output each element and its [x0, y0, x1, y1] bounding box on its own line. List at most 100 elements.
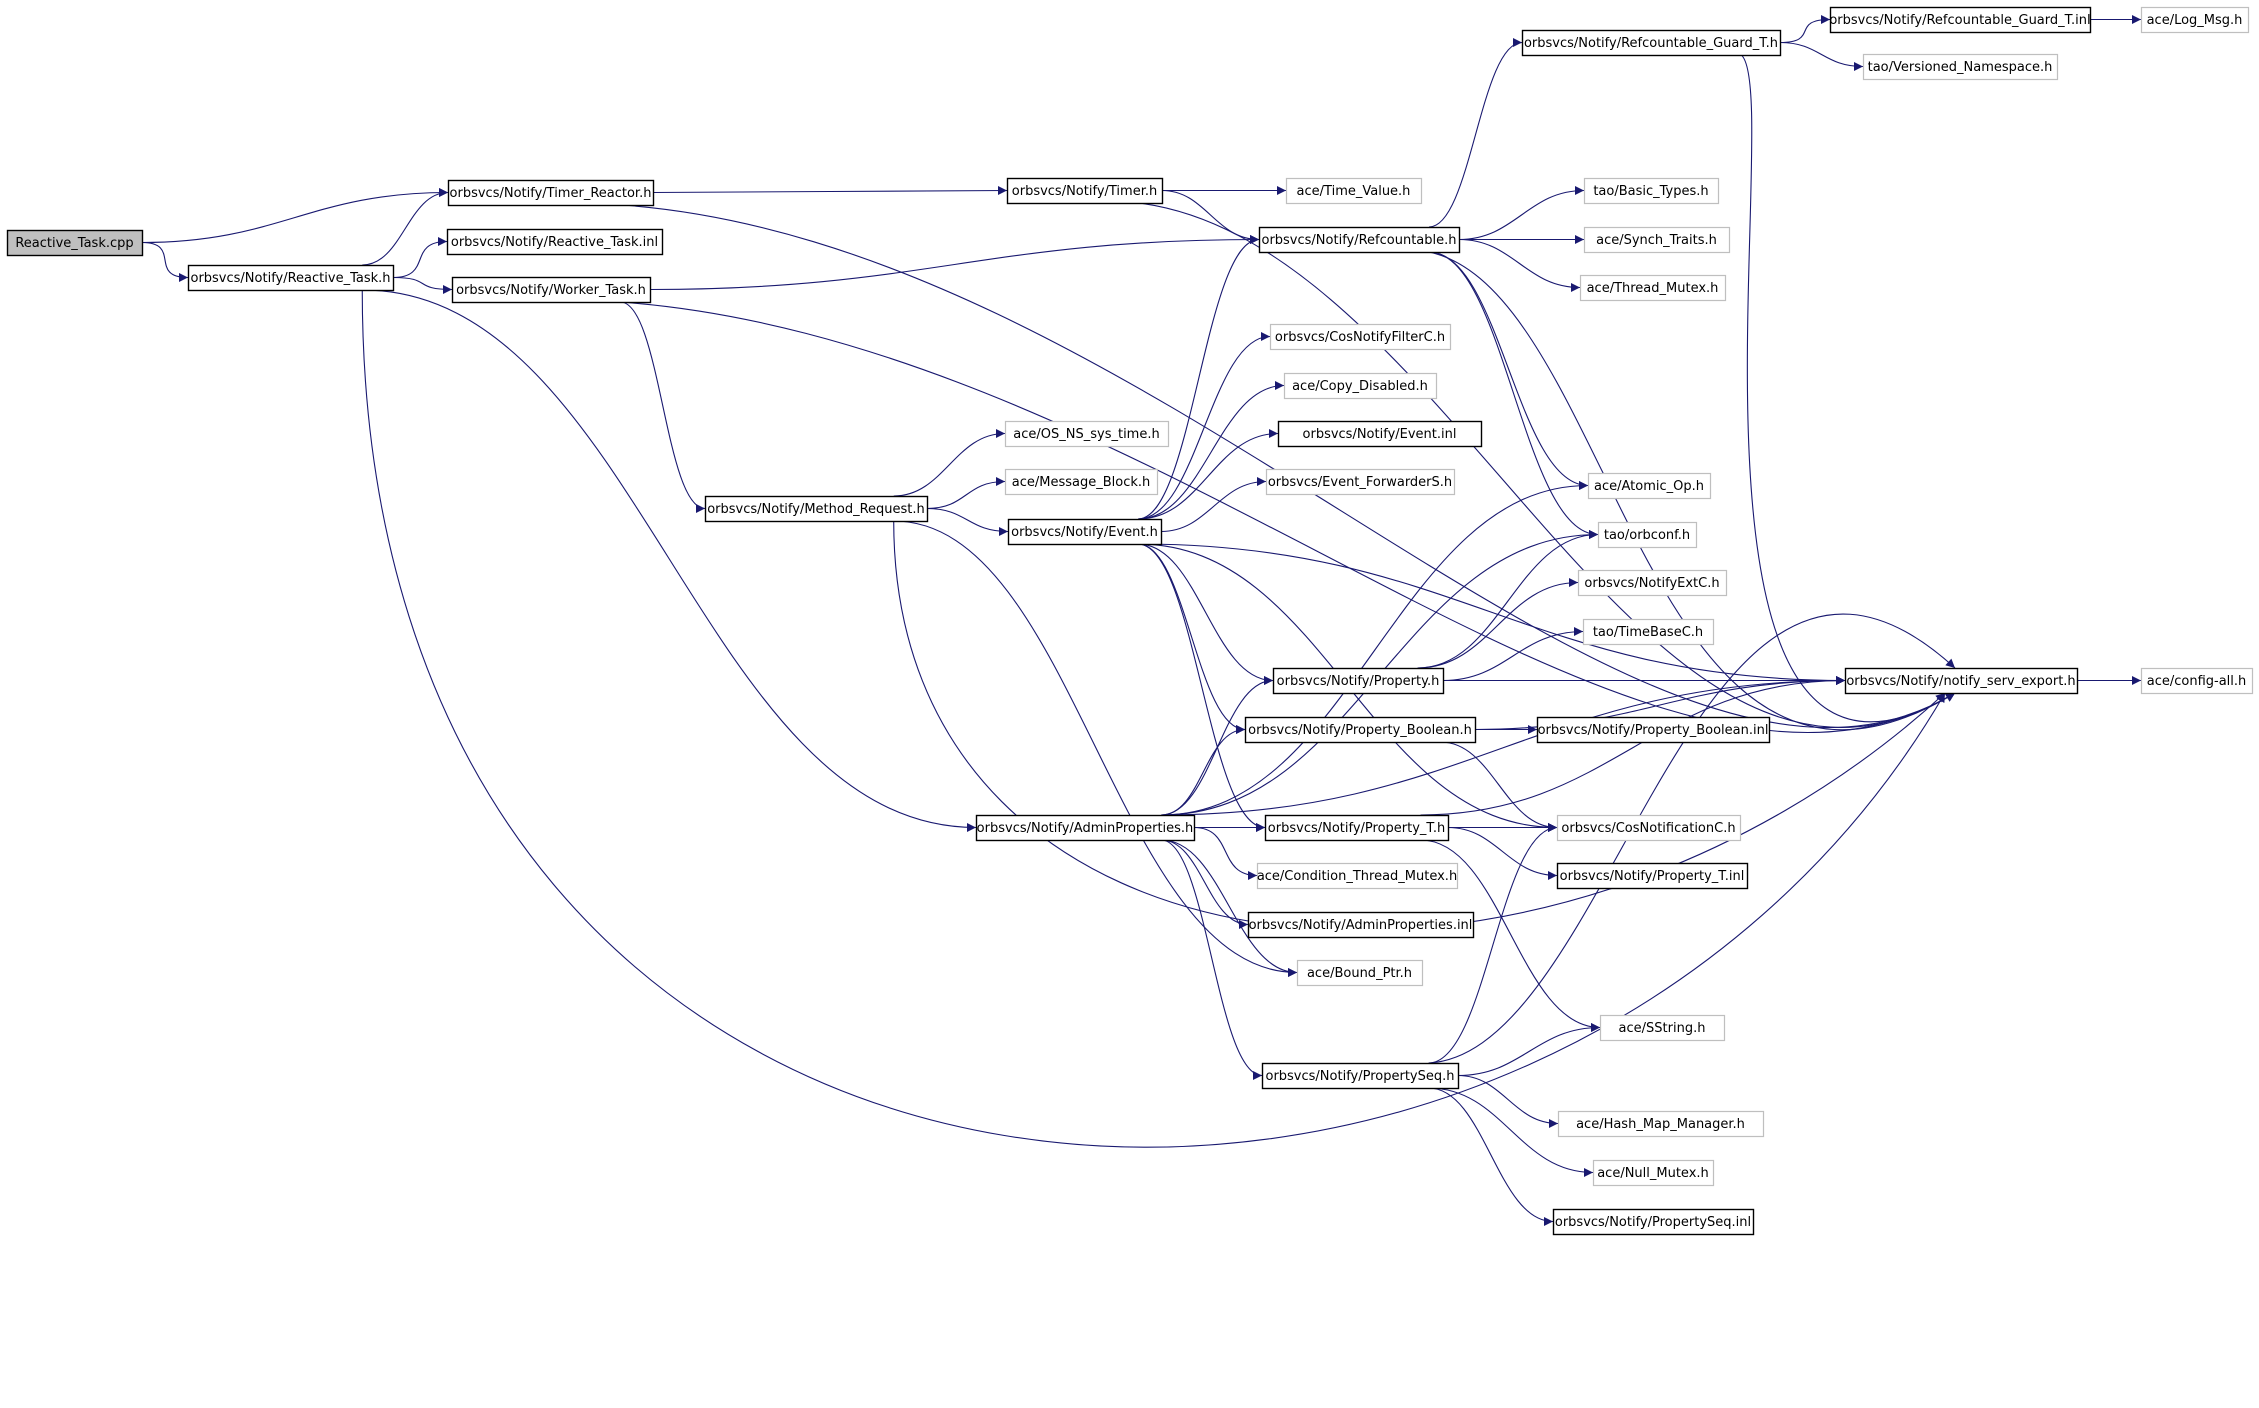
node-orbsvcs-notify-method-request-h[interactable]: orbsvcs/Notify/Method_Request.h [704, 495, 929, 523]
node-tao-orbconf-h[interactable]: tao/orbconf.h [1597, 521, 1698, 549]
node-label: orbsvcs/Notify/Reactive_Task.h [190, 271, 390, 286]
edge-event_h-to-prop_bool_h [1138, 543, 1246, 734]
node-box [1579, 274, 1727, 302]
node-orbsvcs-notify-adminproperties-inl[interactable]: orbsvcs/Notify/AdminProperties.inl [1247, 911, 1475, 939]
node-box [1004, 420, 1170, 448]
edge-propseq_h-to-serv_export [1428, 613, 1956, 1064]
node-tao-versioned-namespace-h[interactable]: tao/Versioned_Namespace.h [1862, 53, 2059, 81]
node-box [2140, 6, 2250, 34]
node-box [1521, 29, 1782, 57]
node-ace-os-ns-sys-time-h[interactable]: ace/OS_NS_sys_time.h [1004, 420, 1170, 448]
node-ace-null-mutex-h[interactable]: ace/Null_Mutex.h [1592, 1159, 1715, 1187]
node-label: orbsvcs/Notify/Property_Boolean.h [1248, 723, 1472, 738]
edge-property_h-to-notifyextc [1417, 578, 1579, 669]
node-orbsvcs-notify-notify-serv-export-h[interactable]: orbsvcs/Notify/notify_serv_export.h [1844, 667, 2079, 695]
node-ace-synch-traits-h[interactable]: ace/Synch_Traits.h [1583, 226, 1731, 254]
node-label: ace/Null_Mutex.h [1597, 1166, 1709, 1181]
node-box [1592, 1159, 1715, 1187]
edge-refcountable-to-orbconf [1428, 251, 1599, 539]
node-tao-basic-types-h[interactable]: tao/Basic_Types.h [1583, 177, 1720, 205]
node-orbsvcs-notify-refcountable-guard-t-inl[interactable]: orbsvcs/Notify/Refcountable_Guard_T.inl [1829, 6, 2092, 34]
edge-timer-to-serv_export [1138, 202, 1956, 728]
node-box [1285, 177, 1423, 205]
node-label: orbsvcs/Event_ForwarderS.h [1268, 475, 1452, 490]
node-ace-sstring-h[interactable]: ace/SString.h [1599, 1014, 1726, 1042]
node-label: ace/Copy_Disabled.h [1292, 379, 1428, 394]
node-ace-bound-ptr-h[interactable]: ace/Bound_Ptr.h [1296, 959, 1424, 987]
node-label: ace/config-all.h [2147, 674, 2247, 689]
node-orbsvcs-notify-property-boolean-inl[interactable]: orbsvcs/Notify/Property_Boolean.inl [1536, 716, 1771, 744]
node-box [1296, 959, 1424, 987]
node-ace-condition-thread-mutex-h[interactable]: ace/Condition_Thread_Mutex.h [1257, 862, 1459, 890]
edge-admin_props_h-to-serv_export [1161, 676, 1846, 816]
node-ace-hash-map-manager-h[interactable]: ace/Hash_Map_Manager.h [1557, 1110, 1765, 1138]
edge-admin_props_h-to-prop_bool_h [1161, 725, 1246, 816]
edge-method_request-to-message_block [926, 477, 1006, 510]
edge-admin_props_h-to-atomic_op [1161, 481, 1589, 816]
node-box [1829, 6, 2092, 34]
node-label: tao/Versioned_Namespace.h [1868, 60, 2053, 75]
node-orbsvcs-notify-worker-task-h[interactable]: orbsvcs/Notify/Worker_Task.h [451, 276, 652, 304]
edge-refguard_h-to-serv_export [1740, 54, 1956, 723]
edge-refcountable-to-thread_mutex [1458, 238, 1581, 292]
node-orbsvcs-cosnotifyfilterc-h[interactable]: orbsvcs/CosNotifyFilterC.h [1269, 323, 1452, 351]
node-box [1577, 569, 1728, 597]
node-box [1247, 911, 1475, 939]
node-box [451, 276, 652, 304]
node-orbsvcs-notify-event-inl[interactable]: orbsvcs/Notify/Event.inl [1277, 420, 1483, 448]
node-box [1004, 468, 1159, 496]
edge-event_h-to-copy_disabled [1138, 381, 1285, 520]
node-orbsvcs-notify-property-h[interactable]: orbsvcs/Notify/Property.h [1272, 667, 1445, 695]
node-orbsvcs-cosnotificationc-h[interactable]: orbsvcs/CosNotificationC.h [1556, 814, 1742, 842]
node-ace-thread-mutex-h[interactable]: ace/Thread_Mutex.h [1579, 274, 1727, 302]
node-label: ace/Time_Value.h [1297, 184, 1411, 199]
node-tao-timebasec-h[interactable]: tao/TimeBaseC.h [1582, 618, 1715, 646]
node-ace-message-block-h[interactable]: ace/Message_Block.h [1004, 468, 1159, 496]
node-orbsvcs-notify-timer-reactor-h[interactable]: orbsvcs/Notify/Timer_Reactor.h [447, 179, 655, 207]
node-orbsvcs-notify-property-t-h[interactable]: orbsvcs/Notify/Property_T.h [1264, 814, 1450, 842]
node-orbsvcs-notify-reactive-task-h[interactable]: orbsvcs/Notify/Reactive_Task.h [187, 264, 395, 292]
node-label: orbsvcs/CosNotificationC.h [1561, 821, 1735, 836]
edge-refcountable-to-basic_types [1458, 186, 1585, 241]
node-orbsvcs-notify-reactive-task-inl[interactable]: orbsvcs/Notify/Reactive_Task.inl [446, 228, 664, 256]
node-orbsvcs-notify-property-t-inl[interactable]: orbsvcs/Notify/Property_T.inl [1556, 862, 1749, 890]
node-label: ace/Atomic_Op.h [1594, 479, 1704, 494]
node-reactive-task-cpp[interactable]: Reactive_Task.cpp [6, 229, 144, 257]
node-orbsvcs-notify-refcountable-guard-t-h[interactable]: orbsvcs/Notify/Refcountable_Guard_T.h [1521, 29, 1782, 57]
node-ace-atomic-op-h[interactable]: ace/Atomic_Op.h [1587, 472, 1712, 500]
edge-propseq_h-to-cosnotification [1428, 823, 1558, 1064]
edge-worker_task-to-refcountable [649, 235, 1260, 291]
node-ace-config-all-h[interactable]: ace/config-all.h [2140, 667, 2254, 695]
edge-method_request-to-os_ns_time [893, 429, 1006, 497]
edge-event_h-to-prop_t_h [1138, 543, 1266, 832]
edge-refcountable-to-serv_export [1428, 251, 1956, 731]
node-box [1007, 518, 1163, 546]
edge-prop_bool_h-to-cosnotification [1440, 741, 1558, 832]
node-label: orbsvcs/Notify/Timer.h [1012, 184, 1157, 199]
node-orbsvcs-notify-propertyseq-h[interactable]: orbsvcs/Notify/PropertySeq.h [1261, 1062, 1460, 1090]
node-orbsvcs-notifyextc-h[interactable]: orbsvcs/NotifyExtC.h [1577, 569, 1728, 597]
node-orbsvcs-notify-adminproperties-h[interactable]: orbsvcs/Notify/AdminProperties.h [975, 814, 1196, 842]
node-label: ace/Bound_Ptr.h [1307, 966, 1412, 981]
node-ace-time-value-h[interactable]: ace/Time_Value.h [1285, 177, 1423, 205]
node-orbsvcs-event-forwarders-h[interactable]: orbsvcs/Event_ForwarderS.h [1265, 468, 1456, 496]
node-box [1556, 814, 1742, 842]
node-ace-copy-disabled-h[interactable]: ace/Copy_Disabled.h [1283, 372, 1438, 400]
node-label: ace/SString.h [1619, 1021, 1706, 1036]
edge-reactive_task_h-to-reactive_task_inl [392, 237, 448, 279]
node-box [1269, 323, 1452, 351]
node-orbsvcs-notify-property-boolean-h[interactable]: orbsvcs/Notify/Property_Boolean.h [1244, 716, 1477, 744]
node-box [1272, 667, 1445, 695]
node-ace-log-msg-h[interactable]: ace/Log_Msg.h [2140, 6, 2250, 34]
node-box [1844, 667, 2079, 695]
node-label: tao/Basic_Types.h [1593, 184, 1708, 199]
node-orbsvcs-notify-propertyseq-inl[interactable]: orbsvcs/Notify/PropertySeq.inl [1552, 1208, 1755, 1236]
node-orbsvcs-notify-timer-h[interactable]: orbsvcs/Notify/Timer.h [1006, 177, 1164, 205]
edge-reactive_task_h-to-serv_export [361, 289, 1946, 1148]
node-label: ace/Synch_Traits.h [1596, 233, 1717, 248]
node-orbsvcs-notify-refcountable-h[interactable]: orbsvcs/Notify/Refcountable.h [1258, 226, 1461, 254]
node-box [1283, 372, 1438, 400]
edge-admin_props_h-to-admin_props_inl [1161, 839, 1249, 929]
node-orbsvcs-notify-event-h[interactable]: orbsvcs/Notify/Event.h [1007, 518, 1163, 546]
